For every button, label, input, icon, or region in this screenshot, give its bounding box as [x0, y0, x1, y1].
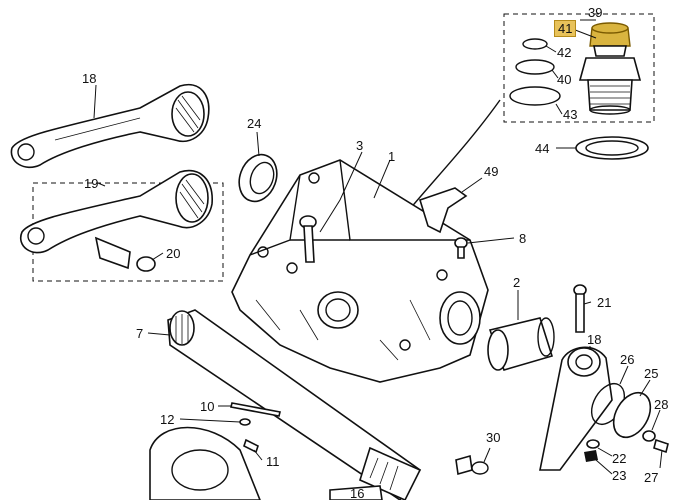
callout-28: 28	[654, 397, 669, 412]
leader-7	[147, 332, 171, 336]
plug-41[interactable]	[589, 22, 631, 57]
leader-26	[619, 365, 629, 385]
washer-30	[471, 461, 489, 475]
callout-1: 1	[388, 149, 396, 164]
leader-40	[551, 69, 559, 79]
nut-30	[455, 454, 473, 476]
callout-12: 12	[160, 412, 175, 427]
leader-1	[373, 159, 391, 199]
valve-body-40	[578, 57, 642, 115]
leader-28	[651, 409, 661, 431]
bolt-21	[573, 284, 587, 333]
washer-28	[642, 430, 656, 442]
callout-21: 21	[597, 295, 612, 310]
leader-3	[319, 151, 363, 233]
leader-43	[555, 103, 563, 115]
callout-43: 43	[563, 107, 578, 122]
callout-18-right: 18	[587, 332, 602, 347]
washer-44	[575, 136, 649, 160]
bracket-49	[419, 187, 468, 234]
leader-25	[639, 379, 651, 397]
leader-18a	[93, 84, 97, 119]
leader-12	[179, 418, 241, 423]
nut-20	[136, 256, 156, 272]
seal-ring-40	[515, 59, 555, 75]
drop-arm-lower-left	[149, 426, 261, 500]
callout-20: 20	[166, 246, 181, 261]
callout-42: 42	[557, 45, 572, 60]
o-ring-42	[522, 38, 548, 50]
sector-shaft-7	[167, 309, 422, 500]
leader-11	[253, 449, 263, 461]
leader-30	[483, 447, 491, 463]
nut-23	[584, 450, 598, 462]
screw-8	[454, 237, 468, 259]
callout-23: 23	[612, 468, 627, 483]
drop-arm-18-right	[539, 346, 613, 471]
drop-arm-19	[19, 169, 213, 270]
leader-21	[583, 301, 592, 305]
callout-18: 18	[82, 71, 97, 86]
callout-10: 10	[200, 399, 215, 414]
callout-30: 30	[486, 430, 501, 445]
callout-24: 24	[247, 116, 262, 131]
pin-12	[239, 418, 251, 426]
drop-arm-18-upper	[10, 83, 210, 169]
seal-ring-43	[509, 86, 561, 106]
leader-8	[467, 237, 515, 244]
callout-3: 3	[356, 138, 364, 153]
leader-27	[659, 449, 663, 469]
callout-39: 39	[588, 5, 603, 20]
callout-41-highlighted[interactable]: 41	[554, 20, 577, 37]
leader-19	[97, 182, 106, 187]
oil-seal-24	[238, 153, 278, 203]
group-box-39	[503, 13, 655, 123]
callout-7: 7	[136, 326, 144, 341]
callout-25: 25	[644, 366, 659, 381]
bolt-27	[653, 438, 669, 454]
leader-20	[151, 252, 164, 261]
callout-49: 49	[484, 164, 499, 179]
callout-11: 11	[266, 454, 280, 469]
callout-16: 16	[350, 486, 365, 500]
leader-24	[256, 131, 260, 157]
leader-22	[597, 447, 613, 457]
callout-40: 40	[557, 72, 572, 87]
callout-2: 2	[513, 275, 521, 290]
washer-22	[586, 439, 600, 449]
callout-19: 19	[84, 176, 99, 191]
bush-2	[487, 317, 555, 371]
callout-27: 27	[644, 470, 659, 485]
leader-23	[595, 459, 613, 475]
pin-11	[243, 438, 259, 454]
washer-25	[612, 391, 652, 439]
callout-26: 26	[620, 352, 635, 367]
leader-49	[461, 177, 483, 193]
callout-22: 22	[612, 451, 627, 466]
bolt-3	[299, 215, 317, 263]
callout-8: 8	[519, 231, 527, 246]
leader-42	[545, 45, 557, 53]
part-16	[329, 485, 383, 500]
callout-44: 44	[535, 141, 550, 156]
